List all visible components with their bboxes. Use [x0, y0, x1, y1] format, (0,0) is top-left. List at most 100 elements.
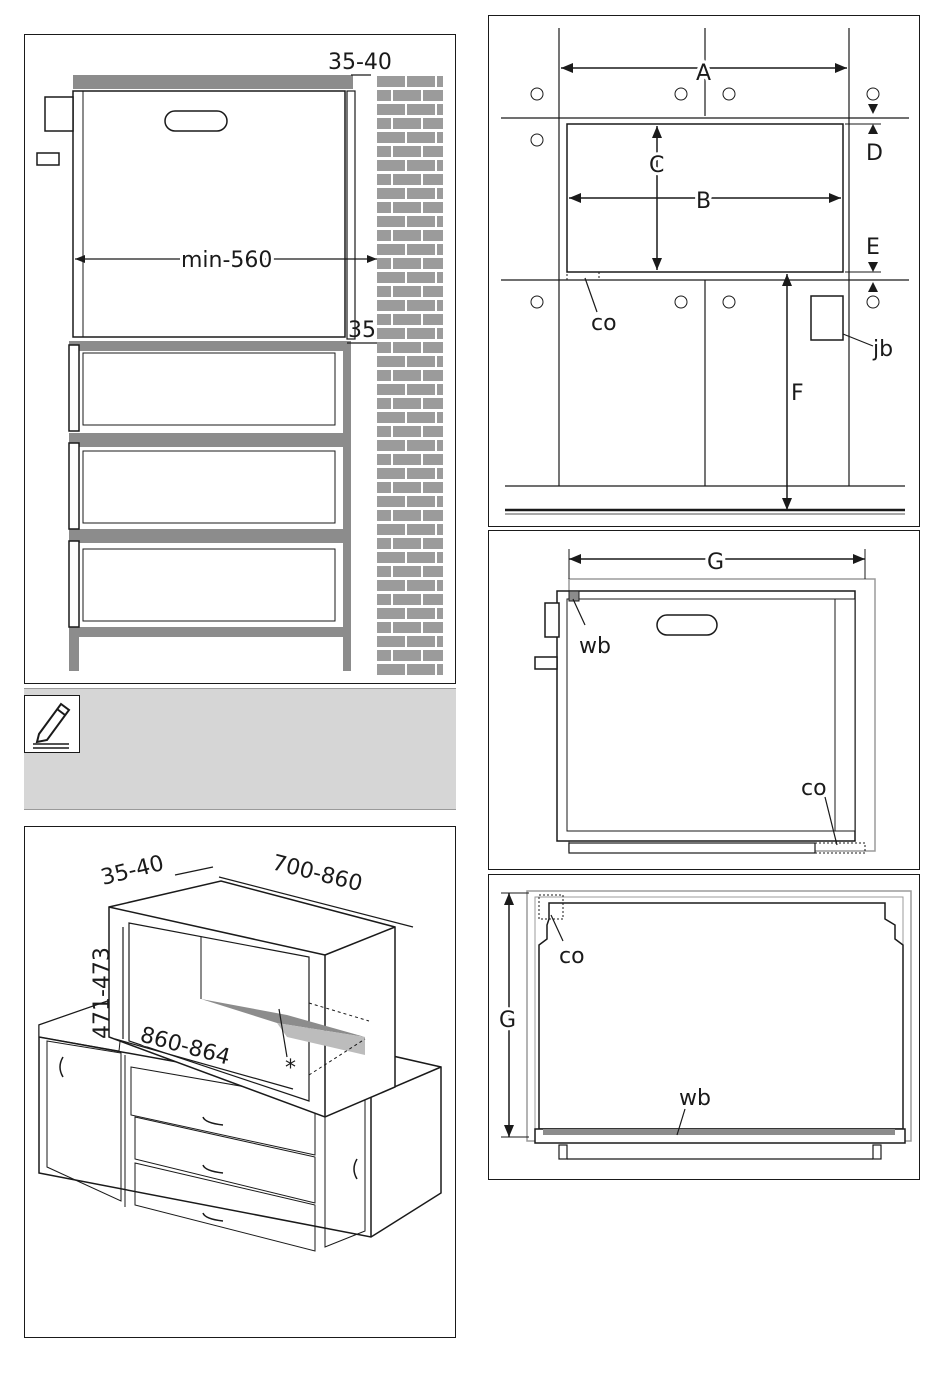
brick [423, 426, 443, 437]
brick [437, 104, 443, 115]
brick [437, 580, 443, 591]
brick [423, 398, 443, 409]
brick [407, 524, 435, 535]
brick [393, 566, 421, 577]
brick [377, 188, 405, 199]
dim-e-label: E [866, 235, 880, 260]
brick [377, 76, 405, 87]
brick [423, 174, 443, 185]
brick [423, 594, 443, 605]
brick [377, 664, 405, 675]
side-gap-label: 35 [348, 318, 376, 343]
brick [437, 636, 443, 647]
wall-bracket-label-front: wb [679, 1086, 711, 1111]
asterisk-label: * [285, 1056, 296, 1081]
brick [437, 440, 443, 451]
brick [377, 594, 391, 605]
front-detail-panel: G co wb [488, 874, 920, 1180]
brick [407, 580, 435, 591]
brick [393, 174, 421, 185]
brick [407, 384, 435, 395]
brick [437, 272, 443, 283]
brick [407, 468, 435, 479]
brick [377, 300, 405, 311]
front-detail-diagram: G co wb [489, 875, 921, 1181]
note-panel [24, 688, 456, 810]
brick [407, 160, 435, 171]
brick [377, 454, 391, 465]
brick [377, 202, 391, 213]
brick [437, 328, 443, 339]
cut-out-label: co [591, 311, 617, 336]
isometric-panel: 35-40 700-860 471-473 860-864 * [24, 826, 456, 1338]
rear-gap-label-iso: 35-40 [98, 851, 166, 891]
brick [377, 342, 391, 353]
brick [377, 566, 391, 577]
brick [437, 468, 443, 479]
brick [377, 272, 405, 283]
dim-a-label: A [696, 61, 711, 86]
brick [437, 524, 443, 535]
brick [377, 622, 391, 633]
brick [407, 608, 435, 619]
brick [423, 314, 443, 325]
brick [407, 552, 435, 563]
brick [407, 356, 435, 367]
brick [393, 258, 421, 269]
brick [407, 300, 435, 311]
brick [393, 482, 421, 493]
brick [437, 608, 443, 619]
cabinet-frame [343, 341, 351, 671]
front-wall-diagram: A B C D E F co jb [489, 16, 921, 528]
dim-c-label: C [649, 153, 664, 178]
cut-out-marker [567, 272, 599, 280]
brick [407, 76, 435, 87]
side-view-diagram: G wb co [489, 531, 921, 871]
brick [407, 216, 435, 227]
cut-out-label-side: co [801, 776, 827, 801]
brick [437, 244, 443, 255]
brick [393, 398, 421, 409]
brick [393, 650, 421, 661]
brick [437, 496, 443, 507]
brick [423, 90, 443, 101]
brick [407, 132, 435, 143]
brick [437, 412, 443, 423]
dim-b-label: B [696, 189, 711, 214]
dim-g-label: G [707, 550, 724, 575]
brick [377, 440, 405, 451]
dim-g-label-front: G [499, 1008, 516, 1033]
brick [423, 566, 443, 577]
brick [423, 118, 443, 129]
min-width-label: min-560 [181, 248, 272, 273]
brick [377, 524, 405, 535]
pencil-note-icon [24, 695, 80, 753]
brick [423, 258, 443, 269]
brick [377, 510, 391, 521]
brick [437, 160, 443, 171]
brick [377, 580, 405, 591]
side-section-diagram: 35-40 min-560 35 [25, 35, 457, 685]
brick [423, 622, 443, 633]
brick [377, 104, 405, 115]
junction-box-label: jb [872, 337, 893, 362]
door-handle [37, 153, 59, 165]
brick [377, 468, 405, 479]
brick [407, 328, 435, 339]
brick [377, 398, 391, 409]
wall-bracket-label: wb [579, 634, 611, 659]
brick [423, 538, 443, 549]
brick [377, 426, 391, 437]
brick [407, 664, 435, 675]
brick [407, 412, 435, 423]
brick [377, 258, 391, 269]
brick [407, 188, 435, 199]
brick [377, 174, 391, 185]
brick [393, 286, 421, 297]
brick [377, 356, 405, 367]
brick [423, 202, 443, 213]
brick [377, 608, 405, 619]
brick [393, 90, 421, 101]
brick [393, 622, 421, 633]
depth-label: 700-860 [270, 851, 365, 897]
